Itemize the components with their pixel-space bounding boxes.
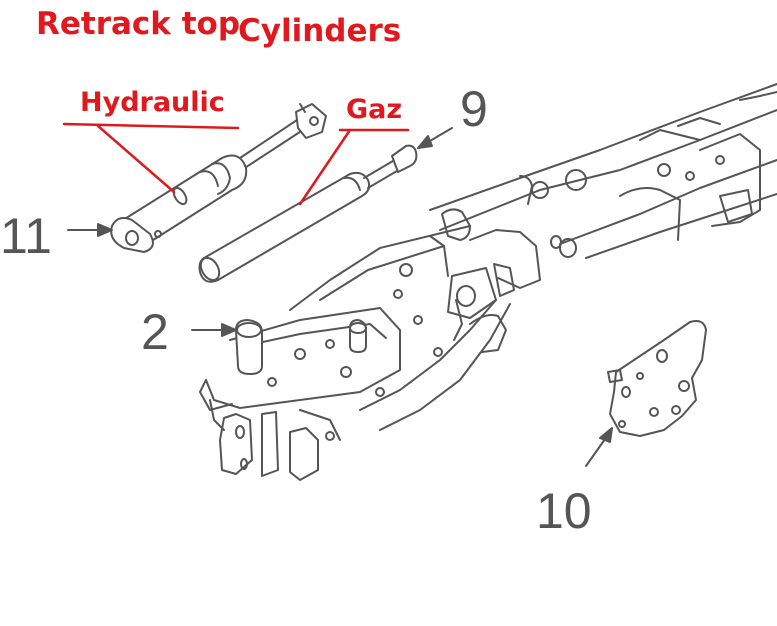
hydraulic-leader [96, 124, 176, 194]
gaz-leader [298, 128, 352, 206]
callout-9: 9 [460, 81, 488, 137]
red-annotation-lines [62, 122, 410, 206]
title-retrack-top: Retrack top [36, 6, 241, 42]
chassis-frame [199, 83, 777, 481]
callout-11: 11 [0, 208, 52, 264]
hydraulic-cylinder [110, 103, 327, 253]
hydraulic-underline [62, 122, 240, 130]
mounting-bracket [607, 320, 707, 437]
gaz-label: Gaz [346, 94, 403, 125]
callout-2: 2 [141, 304, 169, 360]
callout-arrows [67, 127, 613, 467]
title-cylinders: Cylinders [238, 13, 402, 49]
gas-strut [198, 144, 418, 283]
hydraulic-label: Hydraulic [80, 87, 225, 118]
callout-10: 10 [536, 483, 592, 539]
